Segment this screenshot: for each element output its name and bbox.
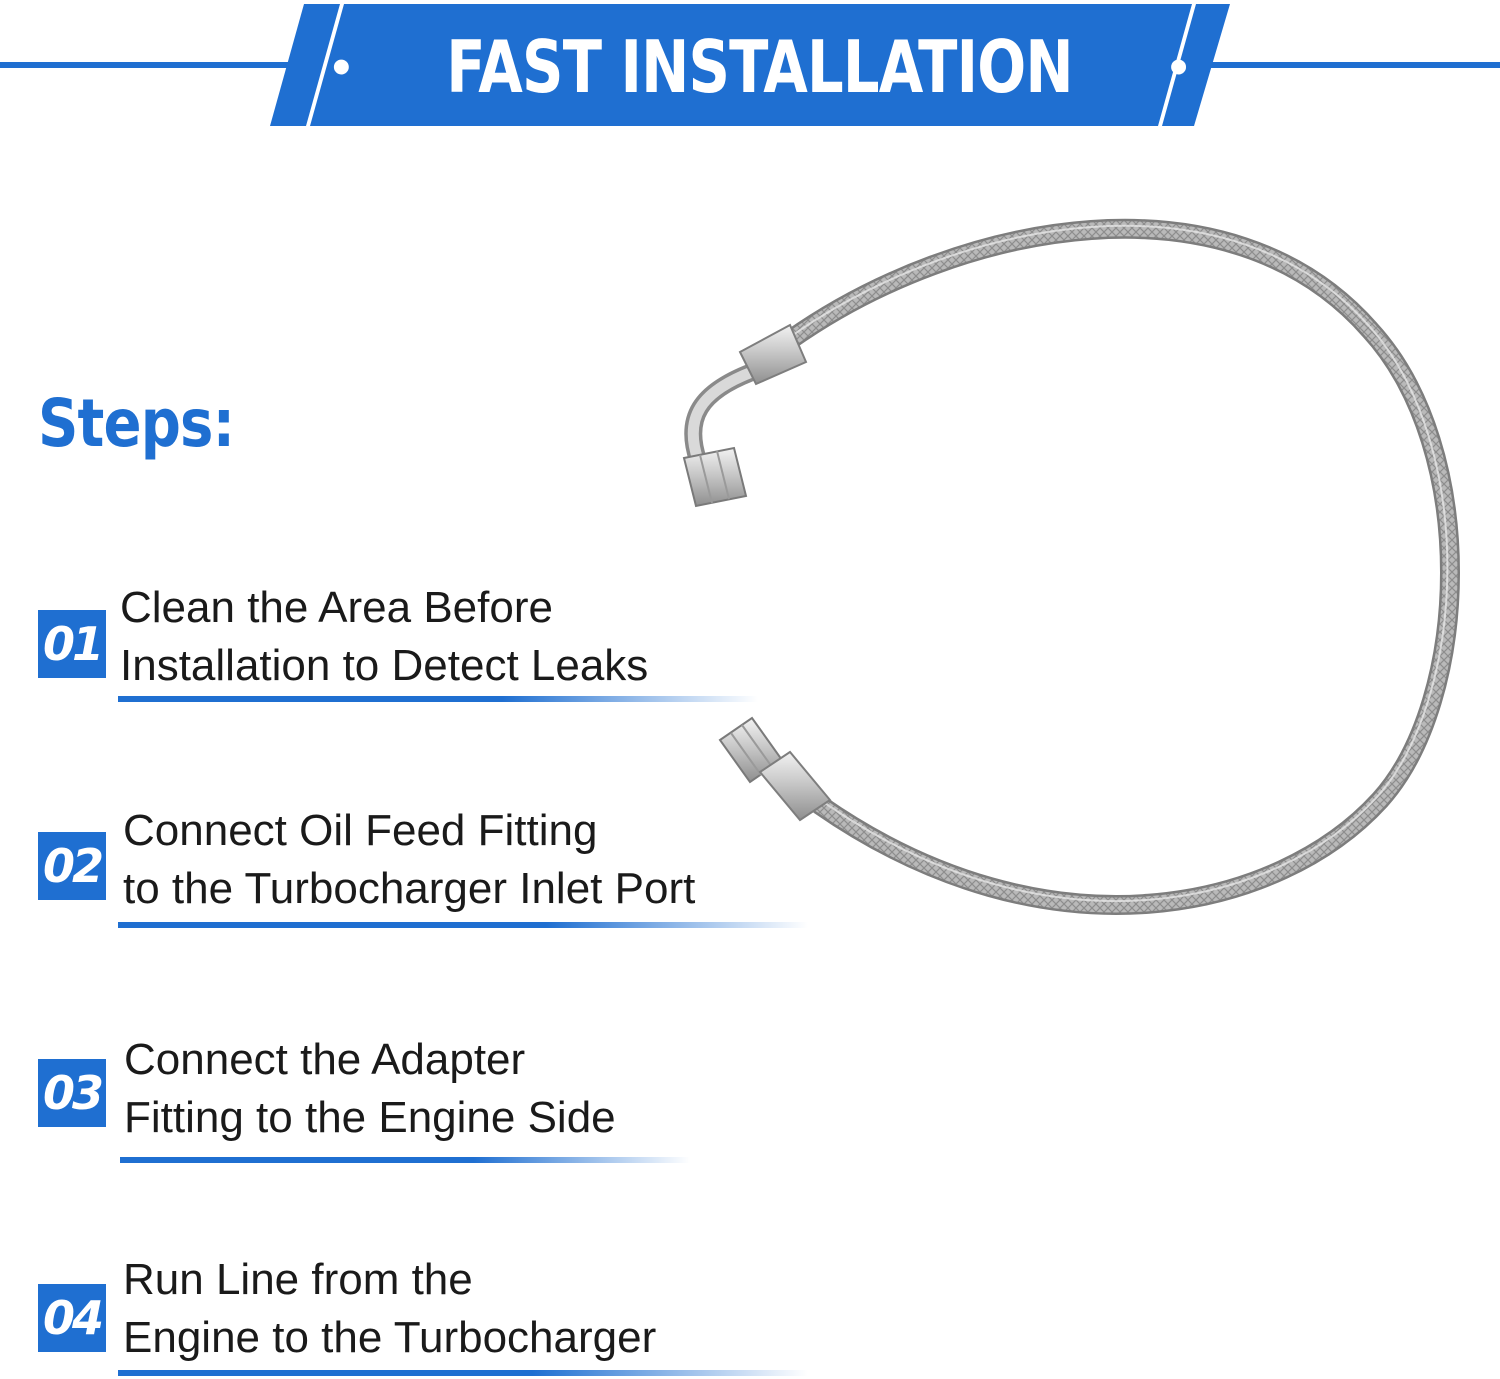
step-description-line: Engine to the Turbocharger [123, 1313, 657, 1362]
step-underline [120, 1157, 690, 1163]
step-description-line: Clean the Area Before [120, 583, 553, 632]
header-slash-right [1162, 4, 1230, 126]
header-banner [0, 4, 1500, 126]
step-number-badge: 01 [38, 610, 106, 678]
step-underline [118, 696, 758, 702]
header-rule-left [0, 62, 300, 68]
step-number-badge: 03 [38, 1059, 106, 1127]
step-underline [118, 1370, 808, 1376]
straight-fitting [718, 716, 832, 822]
steps-heading: Steps: [38, 385, 235, 462]
hose-outline [780, 218, 1460, 915]
step-description-line: Run Line from the [123, 1255, 473, 1304]
hose-braid [782, 221, 1458, 913]
step-underline [118, 922, 808, 928]
header-band [310, 4, 1192, 126]
step-description-line: to the Turbocharger Inlet Port [123, 864, 696, 913]
header-dot-right: • [1169, 38, 1188, 96]
header-slash-left [270, 4, 340, 126]
header-title-text: FAST INSTALLATION [446, 25, 1074, 109]
hose-highlight [789, 224, 1449, 902]
header-rule-right [1200, 62, 1500, 68]
step-description: Clean the Area Before Installation to De… [120, 579, 648, 695]
ferrule [738, 323, 808, 386]
step-description: Run Line from the Engine to the Turbocha… [123, 1251, 656, 1367]
step-description: Connect Oil Feed Fitting to the Turbocha… [123, 802, 695, 918]
header-dot-left: • [332, 38, 351, 96]
step-description-line: Connect the Adapter [124, 1035, 526, 1084]
step-description-line: Installation to Detect Leaks [120, 641, 649, 690]
header-title: • FAST INSTALLATION • [320, 8, 1200, 126]
step-description-line: Connect Oil Feed Fitting [123, 806, 598, 855]
ferrule [758, 750, 832, 822]
step-number-badge: 02 [38, 832, 106, 900]
step-number-badge: 04 [38, 1284, 106, 1352]
elbow-fitting [682, 323, 808, 508]
step-description-line: Fitting to the Engine Side [124, 1093, 616, 1142]
b-nut [682, 446, 748, 508]
step-description: Connect the Adapter Fitting to the Engin… [124, 1031, 616, 1147]
